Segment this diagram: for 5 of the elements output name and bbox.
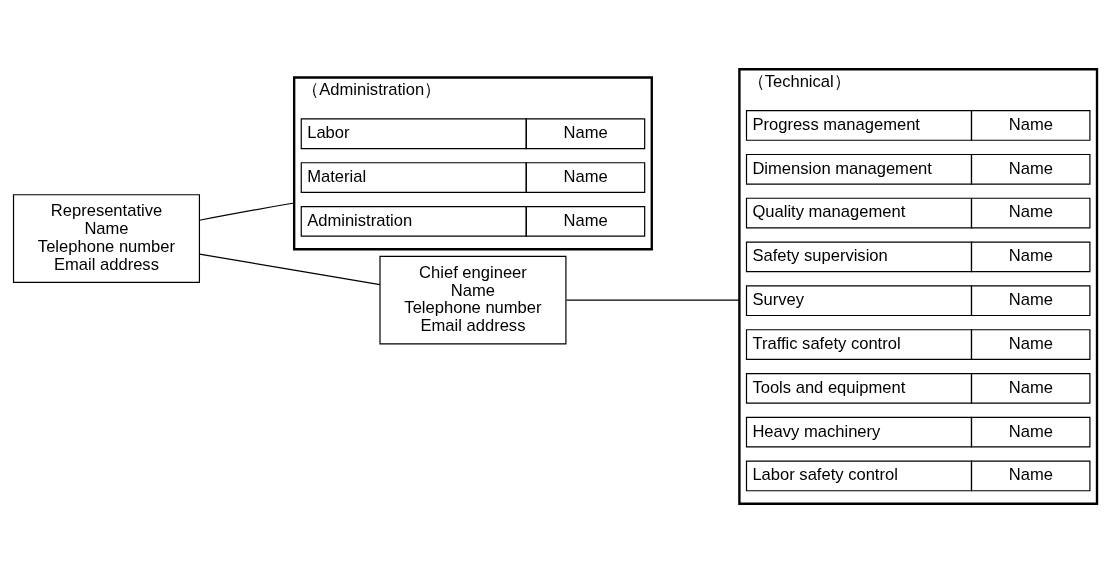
node-box: Representative Name Telephone number Email address [12, 194, 200, 283]
connector [565, 299, 740, 301]
connector [198, 253, 381, 286]
node-box: Chief engineer Name Telephone number Email address [379, 255, 567, 345]
connector [198, 202, 295, 221]
